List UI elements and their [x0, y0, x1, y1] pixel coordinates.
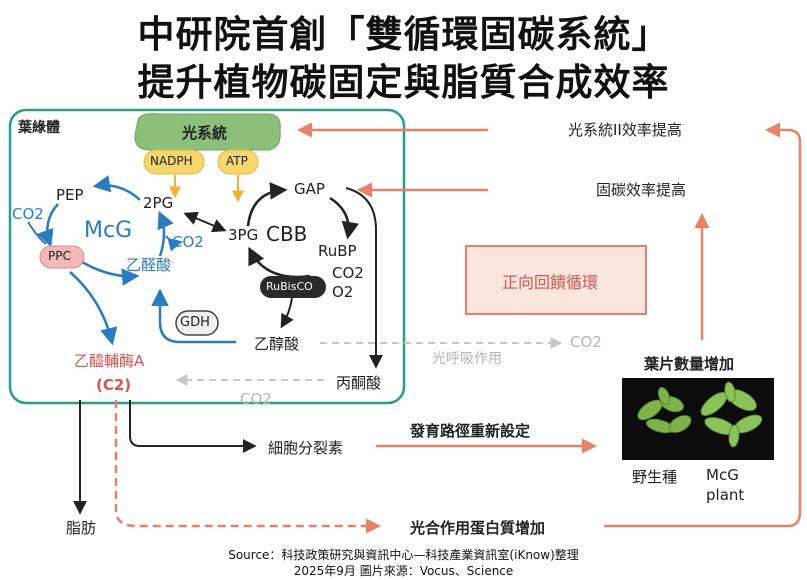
- arrow-protein-to-ps2: [604, 122, 802, 528]
- rubisco-pill: [260, 276, 326, 298]
- title-line-2: 提升植物碳固定與脂質合成效率: [137, 61, 670, 104]
- feedback-loop-box: [465, 245, 647, 315]
- mcg-plant-label-2: plant: [706, 486, 745, 504]
- mcg-arrow-co2-in: [27, 221, 47, 245]
- mcg-plant-label-1: McG: [706, 466, 739, 484]
- feedback-loop-label: 正向回饋循環: [502, 273, 599, 292]
- o2-label: O2: [332, 283, 354, 301]
- nadph-pill: [143, 149, 205, 175]
- co2-bottom-label: CO2: [240, 390, 272, 408]
- wild-type-label: 野生種: [632, 468, 678, 486]
- cbb-arrow-3pg-gap: [246, 182, 288, 227]
- gdh-arrow: [151, 288, 236, 344]
- pep-label: PEP: [56, 186, 84, 204]
- title-line-1: 中研院首創「雙循環固碳系統」: [137, 13, 670, 56]
- co2-left-label: CO2: [12, 205, 44, 223]
- photorespiration-label: 光呼吸作用: [432, 351, 502, 367]
- wild-type-plant-image: [637, 386, 692, 434]
- co2-rubp-label: CO2: [332, 264, 364, 282]
- rubp-label: RuBP: [318, 242, 357, 260]
- mcg-plant-image: [700, 381, 763, 448]
- co2-mcg-label: CO2: [172, 233, 204, 251]
- chloroplast-label: 葉綠體: [18, 120, 60, 136]
- photosystem-shape: [134, 113, 281, 151]
- pyruvate-label: 丙酮酸: [336, 374, 382, 392]
- cbb-cycle-label: CBB: [266, 222, 308, 246]
- ps2-efficiency-label: 光系統II效率提高: [568, 121, 682, 139]
- gdh-pill: [175, 310, 219, 336]
- leaf-count-label: 葉片數量增加: [644, 355, 735, 373]
- mcg-arrow-glyox-2pg: [157, 210, 174, 257]
- ppc-label: PPC: [48, 249, 71, 263]
- atp-label: ATP: [226, 154, 248, 168]
- mcg-cycle-label: McG: [84, 218, 133, 243]
- nadph-label: NADPH: [150, 154, 193, 168]
- arrow-to-protein: [114, 400, 381, 534]
- arrow-2pg-3pg: [183, 211, 227, 233]
- arrow-to-cell-division: [129, 400, 257, 453]
- c2-label: (C2): [96, 376, 132, 394]
- arrow-rubisco-glycolate: [280, 297, 294, 329]
- cell-division-label: 細胞分裂素: [268, 439, 344, 457]
- co2-photorespiration-label: CO2: [570, 333, 602, 351]
- dev-reset-label: 發育路徑重新設定: [410, 422, 531, 440]
- photosystem-label: 光系統: [182, 124, 228, 142]
- chloroplast-box: [8, 108, 406, 405]
- cbb-arrow-rubp-3pg: [248, 246, 311, 279]
- 3pg-label: 3PG: [228, 226, 259, 244]
- mcg-arrow-ppc-acetyl: [69, 271, 118, 346]
- rubisco-label: RuBisCO: [266, 280, 313, 293]
- mcg-arrow-pep-ppc: [36, 203, 59, 248]
- mcg-arrow-2pg-pep: [92, 175, 141, 201]
- acetyl-coa-label: 乙醯輔酶A: [74, 352, 145, 370]
- ppc-pill: [39, 245, 85, 269]
- mcg-arrow-co2-release: [165, 235, 183, 252]
- source-line-2: 2025年9月 圖片來源：Vocus、Science: [293, 564, 514, 578]
- atp-pill: [217, 149, 259, 175]
- gdh-label: GDH: [180, 315, 210, 330]
- source-line-1: Source：科技政策研究與資訊中心—科技產業資訊室(iKnow)整理: [228, 548, 579, 562]
- cbb-arrow-gap-rubp: [329, 196, 359, 240]
- glycolate-label: 乙醇酸: [254, 335, 300, 353]
- arrow-gap-pyruvate: [345, 187, 383, 369]
- gap-label: GAP: [294, 180, 325, 198]
- glyoxylate-label: 乙醛酸: [126, 256, 172, 274]
- mcg-arrow-ppc-glyox: [81, 260, 140, 286]
- fat-label: 脂肪: [66, 519, 97, 537]
- fixation-efficiency-label: 固碳效率提高: [596, 181, 687, 199]
- 2pg-label: 2PG: [143, 194, 174, 212]
- protein-increase-label: 光合作用蛋白質增加: [410, 519, 546, 537]
